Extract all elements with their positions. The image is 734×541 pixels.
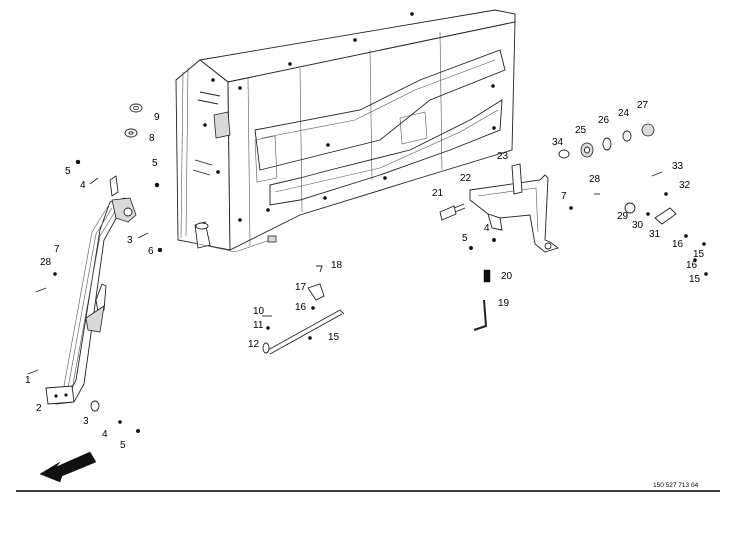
- callout-label: 25: [575, 125, 587, 136]
- callout-label: 16: [672, 239, 684, 250]
- callout-label: 12: [248, 339, 260, 350]
- callout-label: 22: [460, 173, 472, 184]
- lever-arm-assembly: [45, 197, 137, 405]
- callout-label: 18: [331, 260, 343, 271]
- callout-label: 7: [561, 191, 567, 202]
- callout-label: 17: [295, 282, 307, 293]
- callout-label: 1: [25, 375, 31, 386]
- callout-label: 4: [80, 180, 86, 191]
- center-hardware: [262, 265, 345, 355]
- callout-label: 20: [501, 271, 513, 282]
- callout-label: 5: [120, 440, 126, 451]
- callout-label: 33: [672, 161, 684, 172]
- callout-label: 15: [328, 332, 340, 343]
- callout-label: 28: [589, 174, 601, 185]
- callout-label: 15: [693, 249, 705, 260]
- callout-label: 4: [102, 429, 108, 440]
- callout-label: 7: [54, 244, 60, 255]
- callout-label: 16: [295, 302, 307, 313]
- callout-label: 4: [484, 223, 490, 234]
- callout-label: 32: [679, 180, 691, 191]
- callout-label: 19: [498, 298, 510, 309]
- callout-label: 3: [83, 416, 89, 427]
- callout-label: 5: [65, 166, 71, 177]
- callout-label: 29: [617, 211, 629, 222]
- side-panel-housing: [175, 9, 516, 253]
- callout-label: 23: [497, 151, 509, 162]
- callout-label: 16: [686, 260, 698, 271]
- callout-label: 26: [598, 115, 610, 126]
- callout-label: 8: [149, 133, 155, 144]
- forward-direction-arrow-icon: [39, 451, 97, 483]
- callout-label: 3: [127, 235, 133, 246]
- callout-label: 6: [148, 246, 154, 257]
- callout-label: 5: [462, 233, 468, 244]
- callout-label: 5: [152, 158, 158, 169]
- left-hardware: [27, 103, 163, 434]
- callout-label: 2: [36, 403, 42, 414]
- callout-label: 31: [649, 229, 661, 240]
- document-number: 150 527 713 04: [653, 482, 699, 489]
- callout-label: 15: [689, 274, 701, 285]
- callout-labels: 9854536728123451817161011121534252624272…: [25, 100, 705, 451]
- callout-label: 30: [632, 220, 644, 231]
- right-bracket-assembly: [439, 123, 708, 331]
- callout-label: 28: [40, 257, 52, 268]
- callout-label: 24: [618, 108, 630, 119]
- callout-label: 11: [253, 320, 264, 331]
- callout-label: 34: [552, 137, 564, 148]
- callout-label: 9: [154, 112, 160, 123]
- callout-label: 10: [253, 306, 265, 317]
- callout-label: 21: [432, 188, 444, 199]
- callout-label: 27: [637, 100, 649, 111]
